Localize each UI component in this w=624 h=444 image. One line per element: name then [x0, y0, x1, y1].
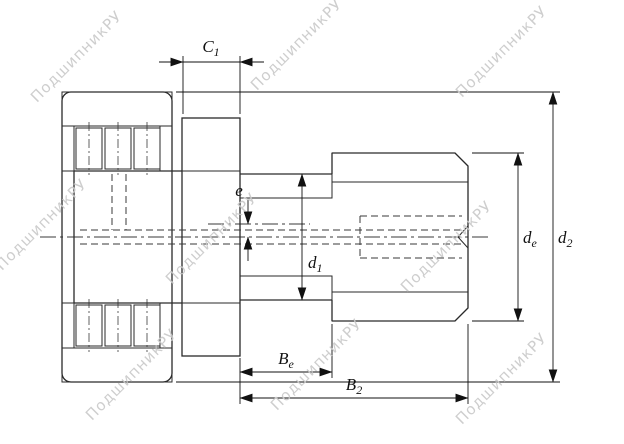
- needle-roller: [104, 127, 132, 170]
- countersink-edge: [457, 225, 469, 249]
- stud-de-profile: [332, 152, 469, 322]
- dimension-d2-label: d2: [558, 228, 573, 250]
- label-subscript: 1: [317, 261, 323, 275]
- outer-ring-profile: [61, 91, 173, 383]
- needle-roller: [75, 127, 103, 170]
- outer-ring-top-section: [61, 91, 173, 127]
- dimension-de-label: de: [523, 228, 538, 250]
- watermark-text: ПодшипникРУ: [27, 7, 126, 106]
- label-base: B: [278, 349, 289, 368]
- label-base: d: [558, 228, 567, 247]
- watermark-text: ПодшипникРУ: [452, 2, 551, 101]
- watermark-text: ПодшипникРУ: [162, 189, 261, 288]
- watermark-text: ПодшипникРУ: [247, 0, 346, 94]
- label-subscript: 1: [214, 45, 220, 59]
- dimension-d1-label: d1: [308, 253, 323, 275]
- dimension-de: de: [472, 152, 538, 322]
- side-plate-right-top: [159, 125, 173, 172]
- flange-profile: [181, 117, 241, 357]
- side-plate-left-bottom: [61, 302, 75, 349]
- watermark-text: ПодшипникРУ: [0, 175, 91, 274]
- flange-bottom-section: [181, 302, 241, 357]
- centerlines: [40, 122, 492, 352]
- stud: [73, 117, 469, 357]
- dimension-e: e: [235, 181, 253, 261]
- watermark-text: ПодшипникРУ: [452, 329, 551, 428]
- dimension-d1: d1: [297, 173, 323, 301]
- dimension-e-label: e: [235, 181, 243, 200]
- dimension-b2: B2: [239, 324, 469, 404]
- label-subscript: 2: [567, 236, 573, 250]
- label-subscript: e: [289, 357, 295, 371]
- stud-de-wall-top: [331, 152, 469, 183]
- dimension-be-label: Be: [278, 349, 294, 371]
- stud-d1-wall-top: [239, 173, 333, 199]
- label-base: d: [308, 253, 317, 272]
- label-base: C: [202, 37, 214, 56]
- dimension-b2-label: B2: [346, 375, 362, 397]
- needle-roller: [133, 304, 161, 347]
- needle-roller: [133, 127, 161, 170]
- label-subscript: 2: [356, 383, 362, 397]
- label-base: B: [346, 375, 357, 394]
- flange-top-section: [181, 117, 241, 172]
- dimension-c1: C1: [159, 37, 264, 114]
- dimension-annotations: C1 e d1 de d2 Be: [159, 37, 573, 404]
- side-plate-left-top: [61, 125, 75, 172]
- stud-d1-wall-bottom: [239, 275, 333, 301]
- label-subscript: e: [532, 236, 538, 250]
- label-base: d: [523, 228, 532, 247]
- watermark-text: ПодшипникРУ: [397, 197, 496, 296]
- needle-roller: [75, 304, 103, 347]
- dimension-c1-label: C1: [202, 37, 219, 59]
- needle-roller: [104, 304, 132, 347]
- label-base: e: [235, 181, 243, 200]
